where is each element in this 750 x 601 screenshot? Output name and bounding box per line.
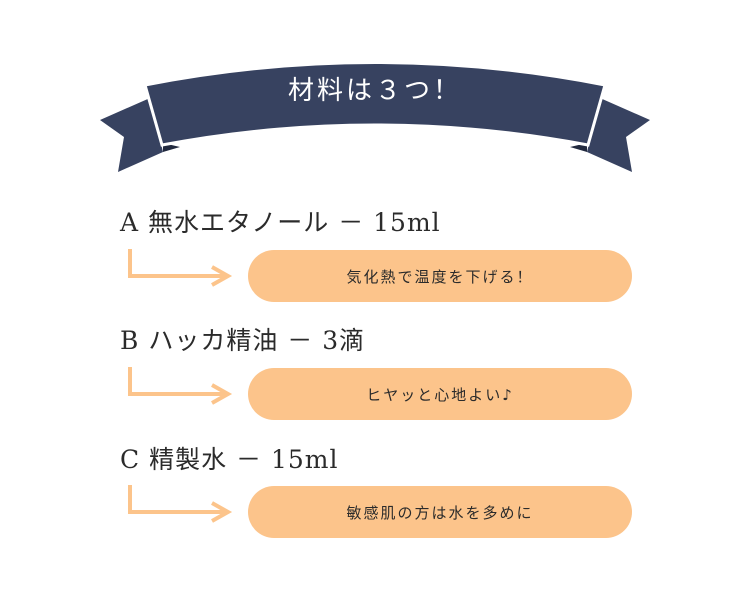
banner-title: 材料は３つ！ bbox=[287, 76, 462, 106]
ribbon-left-tail bbox=[100, 98, 163, 172]
ingredient-a-note: 気化熱で温度を下げる！ bbox=[248, 250, 632, 302]
ingredient-c-note: 敏感肌の方は水を多めに bbox=[248, 486, 632, 538]
ingredient-c-label: C 精製水 － 15ml bbox=[120, 445, 339, 474]
ribbon-band bbox=[143, 61, 607, 147]
ingredient-b-label: B ハッカ精油 － 3滴 bbox=[120, 326, 366, 355]
arrow-icon bbox=[128, 249, 233, 287]
ribbon-banner bbox=[100, 61, 650, 172]
arrow-icon bbox=[128, 485, 233, 523]
ribbon-right-tail bbox=[587, 98, 650, 172]
arrow-icon bbox=[128, 367, 233, 405]
ingredient-b-note: ヒヤッと心地よい♪ bbox=[248, 368, 632, 420]
ingredient-a-label: A 無水エタノール － 15ml bbox=[120, 208, 441, 237]
